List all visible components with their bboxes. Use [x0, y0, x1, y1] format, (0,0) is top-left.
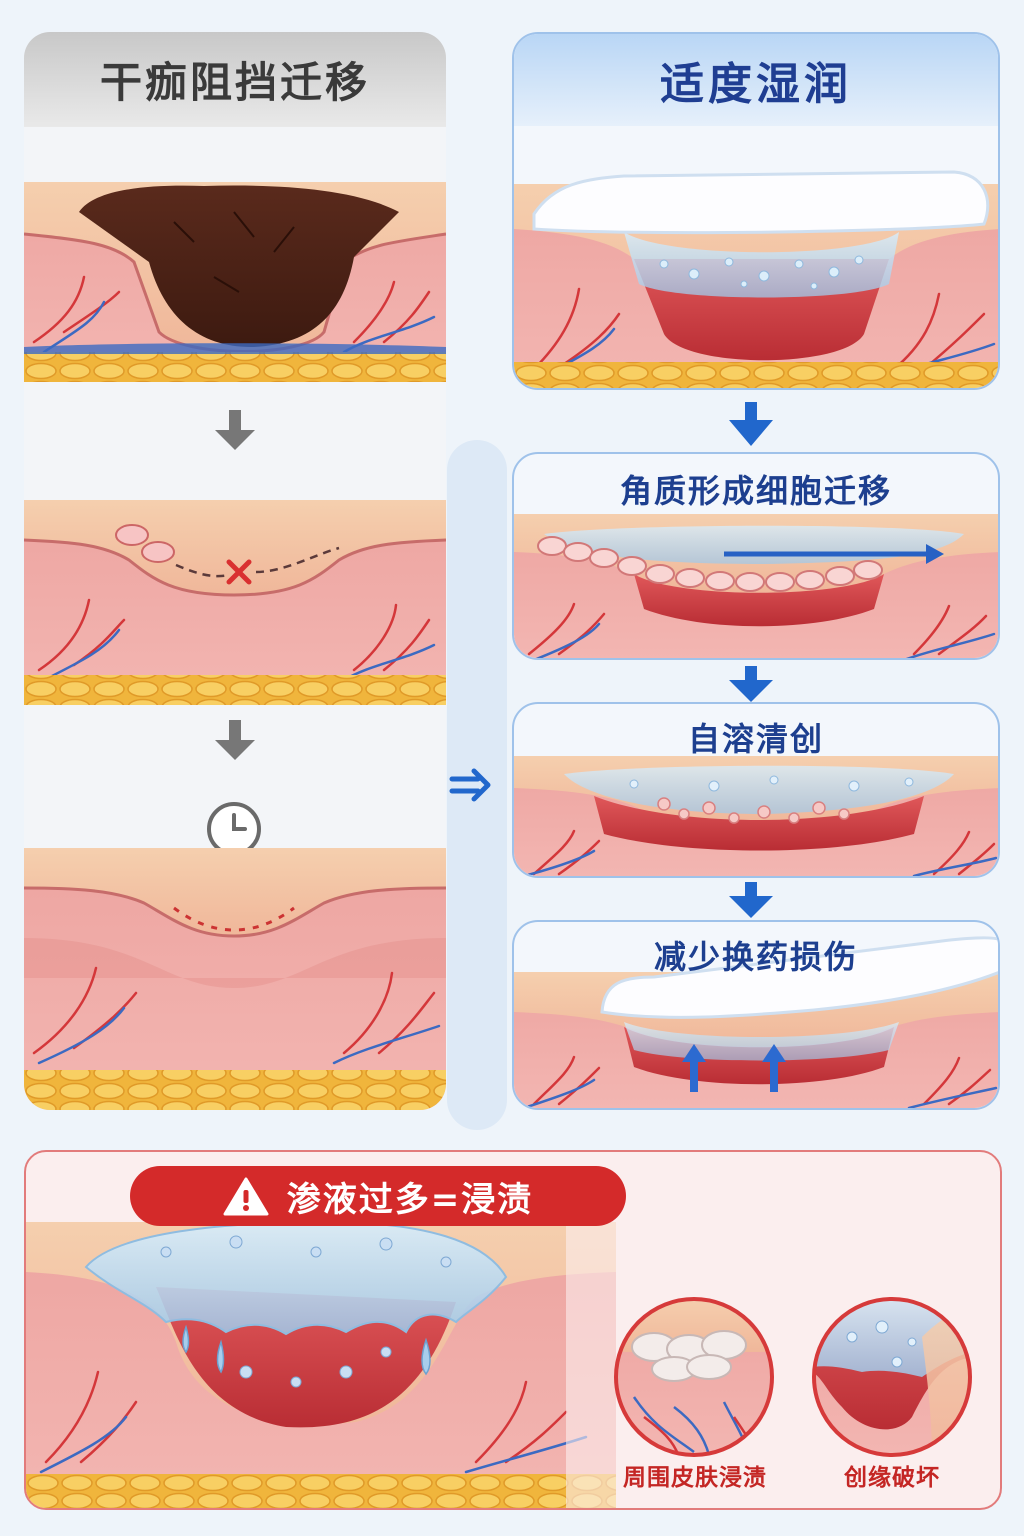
- autolytic-debridement-illustration: [514, 756, 998, 876]
- step-dressing-change-panel: 减少换药损伤: [512, 920, 1000, 1110]
- warning-banner: 渗液过多=浸渍: [130, 1166, 626, 1226]
- center-band: [447, 440, 507, 1130]
- caption-surrounding-maceration: 周围皮肤浸渍: [623, 1465, 767, 1491]
- warning-panel: 渗液过多=浸渍 周围皮肤浸渍 创缘破坏: [24, 1150, 1002, 1510]
- step-migration-title: 角质形成细胞迁移: [619, 472, 892, 510]
- warning-title: 渗液过多=浸渍: [286, 1179, 534, 1220]
- scab-wound-illustration: [24, 182, 446, 382]
- left-column-title: 干痂阻挡迁移: [99, 58, 370, 107]
- dressing-pad: [532, 170, 990, 235]
- left-column-art: [24, 32, 446, 1110]
- blocked-migration-illustration: [24, 500, 446, 705]
- scab: [79, 185, 399, 348]
- macerated-skin-detail: [614, 1297, 774, 1457]
- atraumatic-removal-illustration: [514, 936, 998, 1108]
- down-arrow-blue-1: [729, 402, 773, 446]
- upward-arrows-icon: [682, 1044, 786, 1092]
- right-top-panel: 适度湿润: [512, 32, 1000, 390]
- right-column-title: 适度湿润: [660, 59, 852, 110]
- moist-dressing-illustration: [514, 34, 998, 388]
- cell-migration-illustration: [514, 514, 998, 658]
- down-arrow-blue-3: [729, 882, 773, 918]
- down-arrow-blue-2: [729, 666, 773, 702]
- wound-edge-breakdown-detail: [812, 1297, 972, 1457]
- left-column-panel: 干痂阻挡迁移: [24, 32, 446, 1110]
- down-arrow-grey-1: [215, 410, 255, 450]
- step-debridement-title: 自溶清创: [687, 720, 824, 758]
- maceration-illustration: [26, 1220, 972, 1508]
- lifting-dressing: [600, 936, 998, 1019]
- step-dressing-change-title: 减少换药损伤: [653, 938, 858, 976]
- caption-wound-edge-damage: 创缘破坏: [844, 1465, 940, 1491]
- clock-icon: [207, 802, 261, 856]
- keratinocyte-chain: [537, 536, 883, 592]
- blocked-x-icon: [226, 559, 252, 585]
- slow-healing-illustration: [24, 848, 446, 1110]
- down-arrow-grey-2: [215, 720, 255, 760]
- migration-arrow-icon: [926, 544, 944, 564]
- double-right-arrow-icon: [449, 768, 491, 802]
- step-migration-panel: 角质形成细胞迁移: [512, 452, 1000, 660]
- step-debridement-panel: 自溶清创: [512, 702, 1000, 878]
- left-header-bg: [24, 32, 446, 127]
- warning-triangle-icon: [223, 1177, 269, 1216]
